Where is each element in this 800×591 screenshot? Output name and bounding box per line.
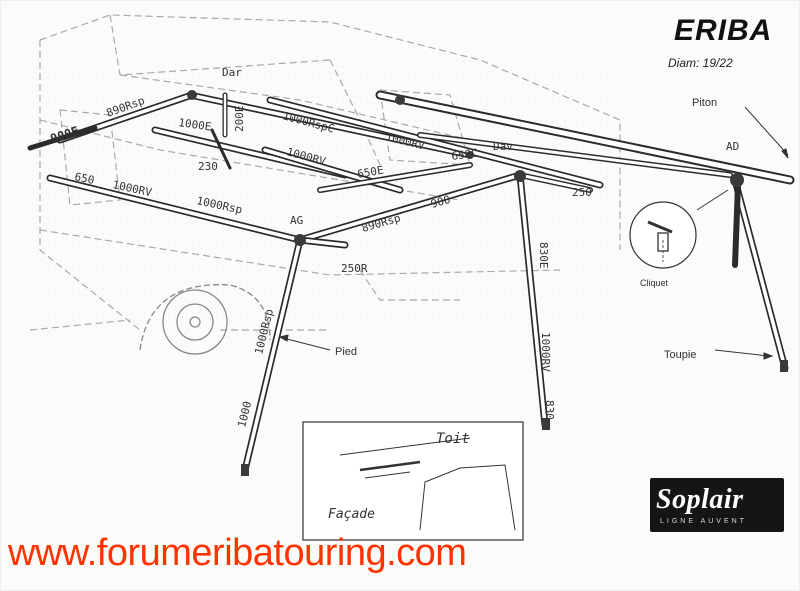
label-piton: Piton (692, 97, 717, 109)
callout-labels: Piton Cliquet Toupie Pied (335, 97, 717, 361)
frame-tubes (27, 90, 795, 474)
frame-joints (187, 90, 788, 476)
cliquet-detail-circle (629, 201, 697, 269)
label-cliquet: Cliquet (640, 278, 669, 288)
label-250r: 250R (341, 262, 368, 275)
label-toupie: Toupie (664, 349, 696, 361)
site-url[interactable]: www.forumeribatouring.com (8, 532, 467, 574)
soplair-logo-tagline: LIGNE AUVENT (660, 518, 747, 525)
label-1000rv-leg: 1000RV (539, 332, 552, 372)
label-ag: AG (290, 214, 303, 227)
label-650-left: 650 (73, 170, 95, 187)
callout-arrows (278, 106, 789, 360)
label-250: 250 (572, 186, 592, 199)
toit-facade-inset: Toit Façade (302, 421, 524, 541)
label-facade: Façade (328, 507, 375, 522)
wheel (139, 284, 271, 355)
label-650e: 650E (356, 164, 384, 181)
label-dav: Dav (493, 140, 513, 153)
label-200e: 200E (233, 106, 246, 133)
soplair-logo: Soplair LIGNE AUVENT (650, 478, 784, 532)
label-pied: Pied (335, 346, 357, 358)
corner-labels: Dar Dav AD AG (222, 66, 739, 227)
label-dar: Dar (222, 66, 242, 79)
label-830: 830 (543, 400, 556, 420)
label-900: 900 (429, 193, 452, 211)
label-ad: AD (726, 140, 739, 153)
label-650c: 650C (451, 146, 479, 163)
label-830e: 830E (537, 242, 550, 269)
label-1000e: 1000E (178, 116, 213, 133)
label-toit: Toit (436, 431, 470, 447)
soplair-logo-name: Soplair (656, 484, 744, 515)
label-1000: 1000 (235, 400, 254, 429)
label-230: 230 (198, 160, 218, 173)
brand-title: ERIBA (674, 14, 773, 47)
diameter-text: Diam: 19/22 (668, 56, 733, 70)
